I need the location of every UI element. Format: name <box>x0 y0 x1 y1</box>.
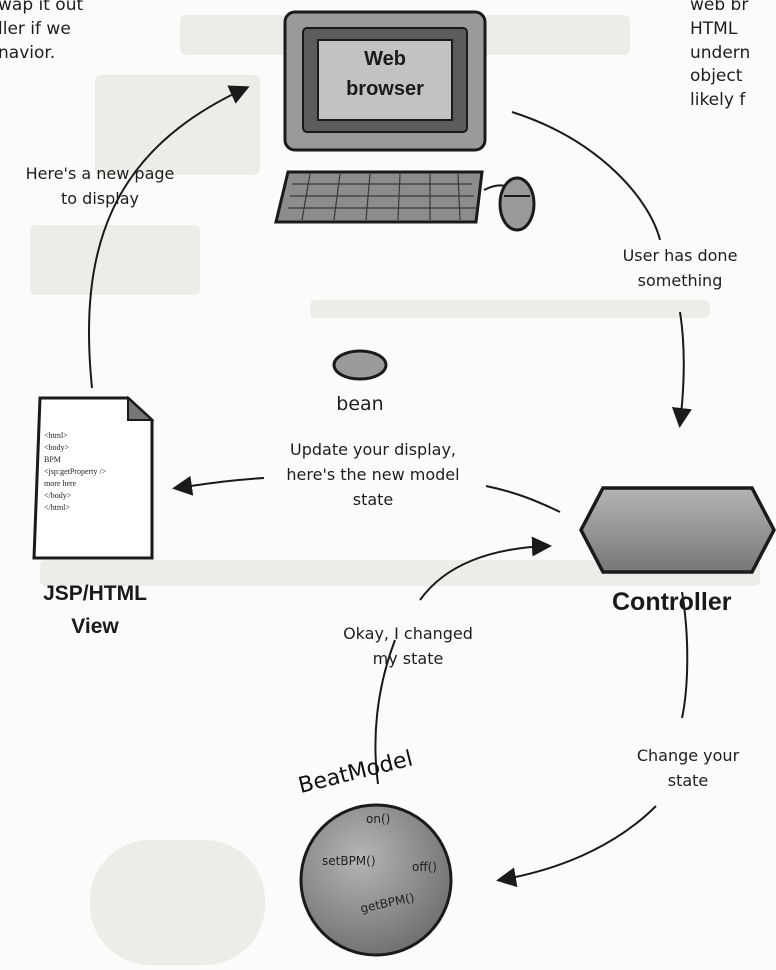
message-change-state: Change your state <box>636 746 740 790</box>
web-browser-computer-icon <box>274 10 536 232</box>
message-changed-state: Okay, I changed my state <box>343 624 473 668</box>
arrow-browser-to-controller <box>511 111 661 241</box>
controller-icon <box>579 486 776 574</box>
arrow-controller-to-model-a <box>681 591 689 719</box>
jsp-document-icon <box>32 395 155 560</box>
top-right-text-fragment: web br HTML undern object likely f <box>690 0 751 111</box>
arrow-controller-to-view-b <box>172 475 265 496</box>
ghost-band <box>310 300 710 318</box>
arrow-controller-to-model-b <box>496 805 657 888</box>
bean-label: bean <box>336 393 384 415</box>
method-set-bpm: setBPM() <box>322 854 376 868</box>
arrow-view-to-browser <box>88 85 250 389</box>
arrow-model-to-controller-head <box>419 536 552 601</box>
method-off: off() <box>412 860 437 874</box>
message-update-display: Update your display, here's the new mode… <box>286 440 460 509</box>
arrow-controller-to-view-a <box>485 485 561 513</box>
ghost-band <box>90 840 265 965</box>
ghost-band <box>30 225 200 295</box>
jsp-code-snippet: <html> <body> BPM <jsp:getProperty /> mo… <box>44 431 107 512</box>
arrow-browser-to-controller-tail <box>671 311 692 428</box>
bean-icon <box>332 349 388 381</box>
controller-label: Controller <box>612 588 732 616</box>
arrow-model-to-controller <box>374 639 396 785</box>
web-browser-label: Web browser <box>346 48 424 100</box>
method-on: on() <box>366 812 391 826</box>
beat-model-sphere-icon <box>299 803 453 957</box>
top-left-text-fragment: wap it out ller if we navior. <box>0 0 84 63</box>
message-new-page: Here's a new page to display <box>25 164 175 208</box>
jsp-view-title: JSP/HTML View <box>43 582 147 638</box>
message-user-action: User has done something <box>622 246 738 290</box>
